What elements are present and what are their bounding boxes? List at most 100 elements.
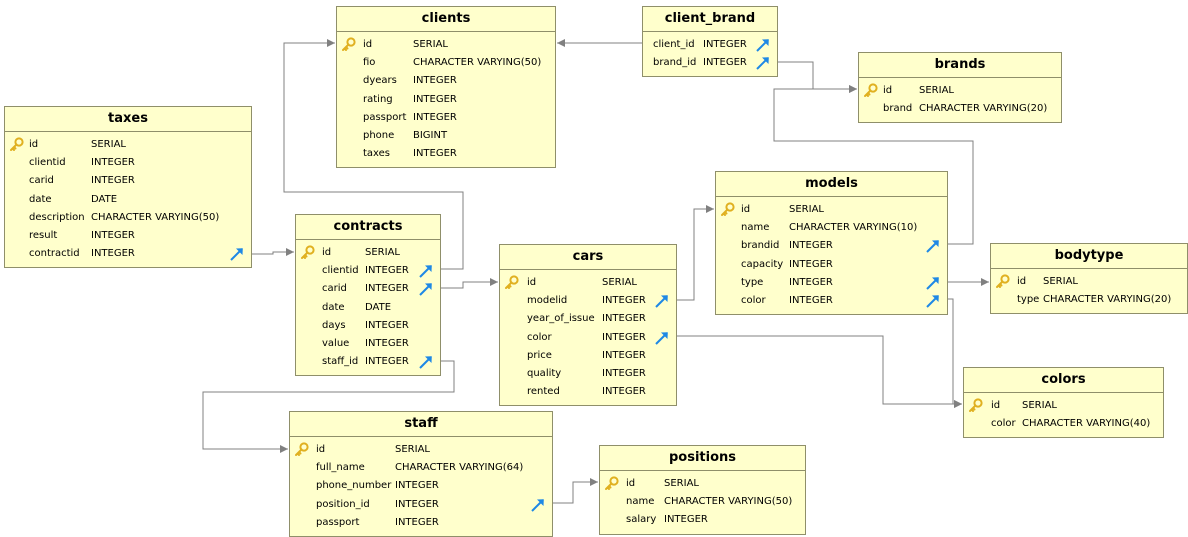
primary-key-icon	[863, 83, 879, 99]
column-type: INTEGER	[789, 295, 833, 306]
column-name: modelid	[527, 295, 568, 307]
relation-line-3[interactable]	[283, 42, 464, 270]
relation-arrowhead	[706, 205, 714, 213]
table-title: contracts	[296, 215, 440, 240]
column-name: contractid	[29, 248, 80, 260]
column-type: SERIAL	[1043, 276, 1078, 287]
relation-line-6[interactable]	[677, 208, 714, 301]
relation-line-10[interactable]	[948, 298, 962, 405]
column-name: capacity	[741, 258, 784, 270]
column-type: DATE	[91, 193, 118, 205]
relation-arrowhead	[981, 278, 989, 286]
column-type: SERIAL	[789, 204, 824, 215]
column-row[interactable]: name CHARACTER VARYING(50)	[600, 493, 805, 511]
relation-line-1[interactable]	[778, 61, 857, 90]
relation-arrowhead	[327, 39, 335, 47]
relation-line-8[interactable]	[773, 88, 974, 245]
column-type: INTEGER	[365, 283, 409, 295]
foreign-key-icon	[418, 354, 434, 370]
column-type: SERIAL	[413, 39, 448, 50]
column-type: INTEGER	[395, 498, 439, 510]
foreign-key-icon	[418, 281, 434, 297]
relation-line-2[interactable]	[252, 251, 294, 255]
relation-line-11[interactable]	[553, 481, 598, 504]
relation-line-5[interactable]	[202, 360, 455, 450]
column-type: INTEGER	[413, 148, 457, 160]
relation-arrowhead	[286, 248, 294, 256]
column-name: id	[316, 444, 326, 455]
relation-line-7[interactable]	[677, 335, 962, 405]
column-name: name	[626, 496, 655, 508]
column-name: id	[883, 85, 893, 96]
column-name: carid	[322, 283, 347, 295]
relation-arrowhead	[557, 39, 565, 47]
column-type: INTEGER	[602, 368, 646, 379]
column-type: CHARACTER VARYING(50)	[664, 496, 793, 508]
column-row[interactable]: carid INTEGER	[296, 280, 440, 298]
relation-line-4[interactable]	[441, 281, 498, 289]
foreign-key-icon	[925, 238, 941, 254]
primary-key-icon	[294, 442, 310, 458]
